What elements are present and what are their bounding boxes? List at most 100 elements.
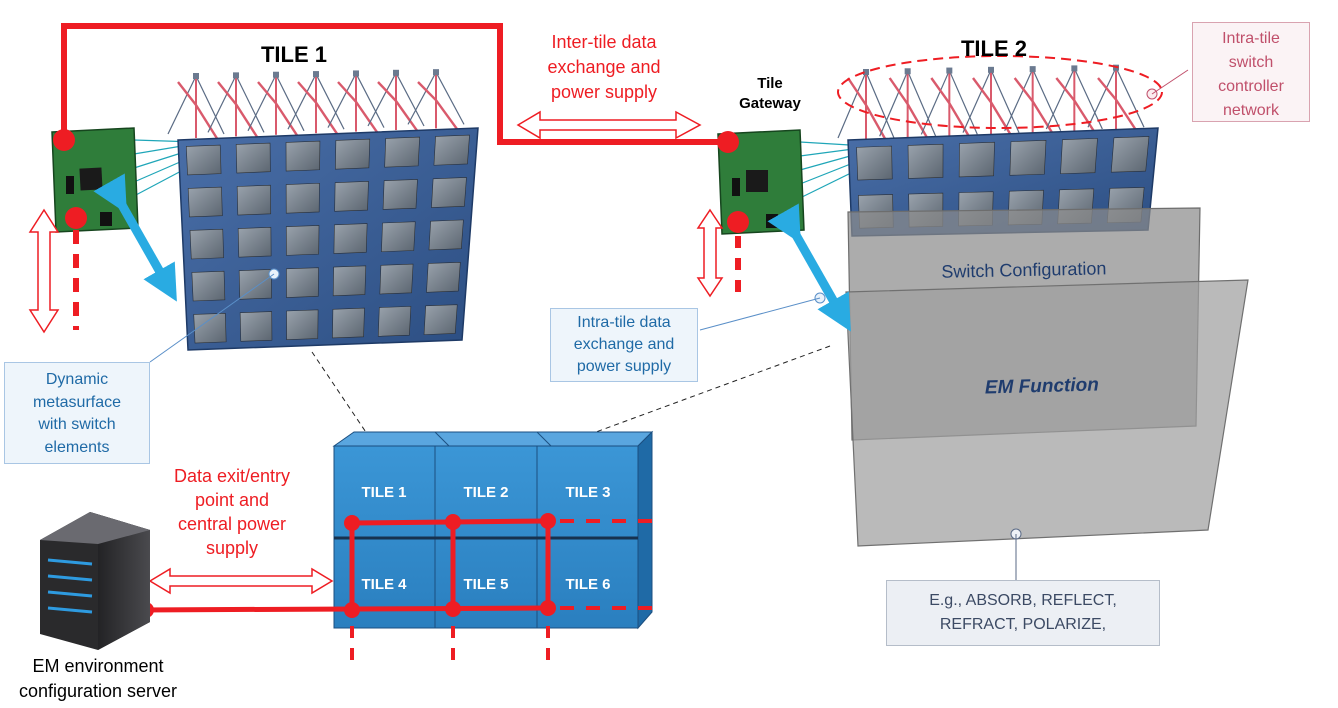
network-wire-pink [177, 81, 197, 106]
grid-node [540, 600, 556, 616]
network-wire [990, 69, 1020, 133]
network-wire [407, 71, 437, 125]
network-wire-pink [1055, 77, 1076, 102]
network-node [988, 66, 994, 73]
tile2-top-node [717, 131, 739, 153]
switch-element-cell [286, 267, 319, 298]
network-wire [207, 75, 237, 133]
switch-element-cell [191, 270, 226, 302]
network-wire-pink [435, 99, 459, 132]
inter-tile-cable [61, 23, 730, 145]
network-wire [837, 71, 867, 139]
network-wire-pink [417, 81, 437, 102]
metasurface-line4: elements [44, 438, 110, 456]
switch-element-cell [236, 184, 272, 216]
switch-element-cell [189, 228, 224, 260]
network-wire [315, 73, 345, 130]
network-wire-pink [355, 101, 379, 135]
metasurface-callout: Dynamic metasurface with switch elements [4, 362, 150, 464]
network-node [233, 72, 239, 79]
network-wire [948, 70, 978, 135]
switch-element-cell [379, 263, 414, 295]
tile2-vertical-double-arrow [696, 208, 724, 298]
network-node [193, 73, 199, 79]
switch-configuration-label: Switch Configuration [941, 258, 1106, 281]
grid-routing-row2 [139, 605, 549, 613]
switch-element-cell [286, 309, 319, 340]
intra-switch-line3: controller [1218, 78, 1284, 95]
network-node [353, 70, 359, 77]
switch-element-cell [285, 225, 320, 256]
network-wire-pink [377, 81, 397, 102]
grid-tile-6-label: TILE 6 [565, 576, 610, 593]
network-wire [275, 74, 305, 132]
functions-line1: E.g., ABSORB, REFLECT, [929, 592, 1117, 609]
intra-switch-line1: Intra-tile [1222, 30, 1280, 47]
switch-element-cell [1060, 138, 1098, 175]
network-wire [1032, 68, 1062, 132]
server-label-line2: configuration server [19, 681, 177, 701]
network-wire [1004, 68, 1034, 132]
server-icon [40, 512, 150, 650]
switch-element-cell [332, 265, 367, 297]
tile1-top-node [53, 129, 75, 151]
exit-label-line4: supply [206, 538, 258, 558]
grid-tile-2-label: TILE 2 [463, 484, 508, 501]
switch-element-cell [237, 226, 272, 258]
tile1-chip [79, 167, 103, 191]
tile2-switch-network [799, 64, 1145, 199]
network-wire-pink [989, 101, 1015, 140]
network-wire-pink [337, 81, 357, 103]
switch-element-cell [426, 261, 461, 293]
switch-element-cell [333, 223, 368, 254]
tile1-title: TILE 1 [261, 42, 327, 67]
grid-node [344, 602, 360, 618]
network-wire-pink [847, 77, 867, 106]
network-wire [1087, 67, 1117, 128]
grid-tile-5-label: TILE 5 [463, 576, 508, 593]
switch-element-cell [238, 269, 272, 300]
network-wire [1115, 67, 1145, 128]
switch-element-cell [431, 177, 467, 208]
metasurface-line2: metasurface [32, 393, 122, 411]
tile1-intra-data-arrow [93, 173, 177, 302]
metasurface-line1: Dynamic [45, 371, 109, 388]
tile1-bottom-node [65, 207, 87, 229]
network-wire [1073, 68, 1103, 130]
network-wire [395, 72, 425, 127]
network-wire-pink [315, 101, 339, 136]
inter-tile-label-line3: power supply [551, 82, 657, 102]
tile2-assembly [696, 55, 1249, 582]
server-label-line1: EM environment [32, 656, 163, 676]
tile-grid-divider [536, 431, 552, 447]
exit-label-line3: central power [178, 514, 286, 534]
exit-label-line1: Data exit/entry [174, 466, 290, 486]
exit-label-line2: point and [195, 490, 269, 510]
network-wire-pink [257, 81, 277, 105]
tile-grid-top-face [332, 431, 654, 447]
grid-node [445, 514, 461, 530]
switch-element-cell [187, 186, 223, 218]
network-wire-pink [217, 81, 237, 105]
network-node [863, 69, 869, 75]
tile-grid: TILE 1 TILE 2 TILE 3 TILE 4 TILE 5 TILE … [138, 430, 664, 664]
intra-switch-network-callout: Intra-tile switch controller network [1192, 22, 1310, 122]
network-node [313, 71, 319, 78]
tile2-zoom-guide [497, 345, 831, 469]
intra-data-callout: Intra-tile data exchange and power suppl… [550, 308, 698, 382]
tile1-pointer-line [149, 273, 275, 363]
intra-data-pointer-line [699, 297, 821, 331]
switch-element-cell [285, 140, 321, 172]
tile-grid-divider [434, 431, 450, 447]
switch-element-cell [384, 136, 420, 168]
network-wire [235, 75, 265, 133]
tile2-connector [766, 214, 778, 228]
switch-element-cell [381, 221, 416, 253]
network-wire-pink [1097, 77, 1117, 101]
network-wire-pink [274, 102, 300, 138]
grid-tile-3-label: TILE 3 [565, 484, 610, 501]
network-wire-pink [1073, 99, 1098, 136]
tile1-switch-network [133, 69, 465, 197]
